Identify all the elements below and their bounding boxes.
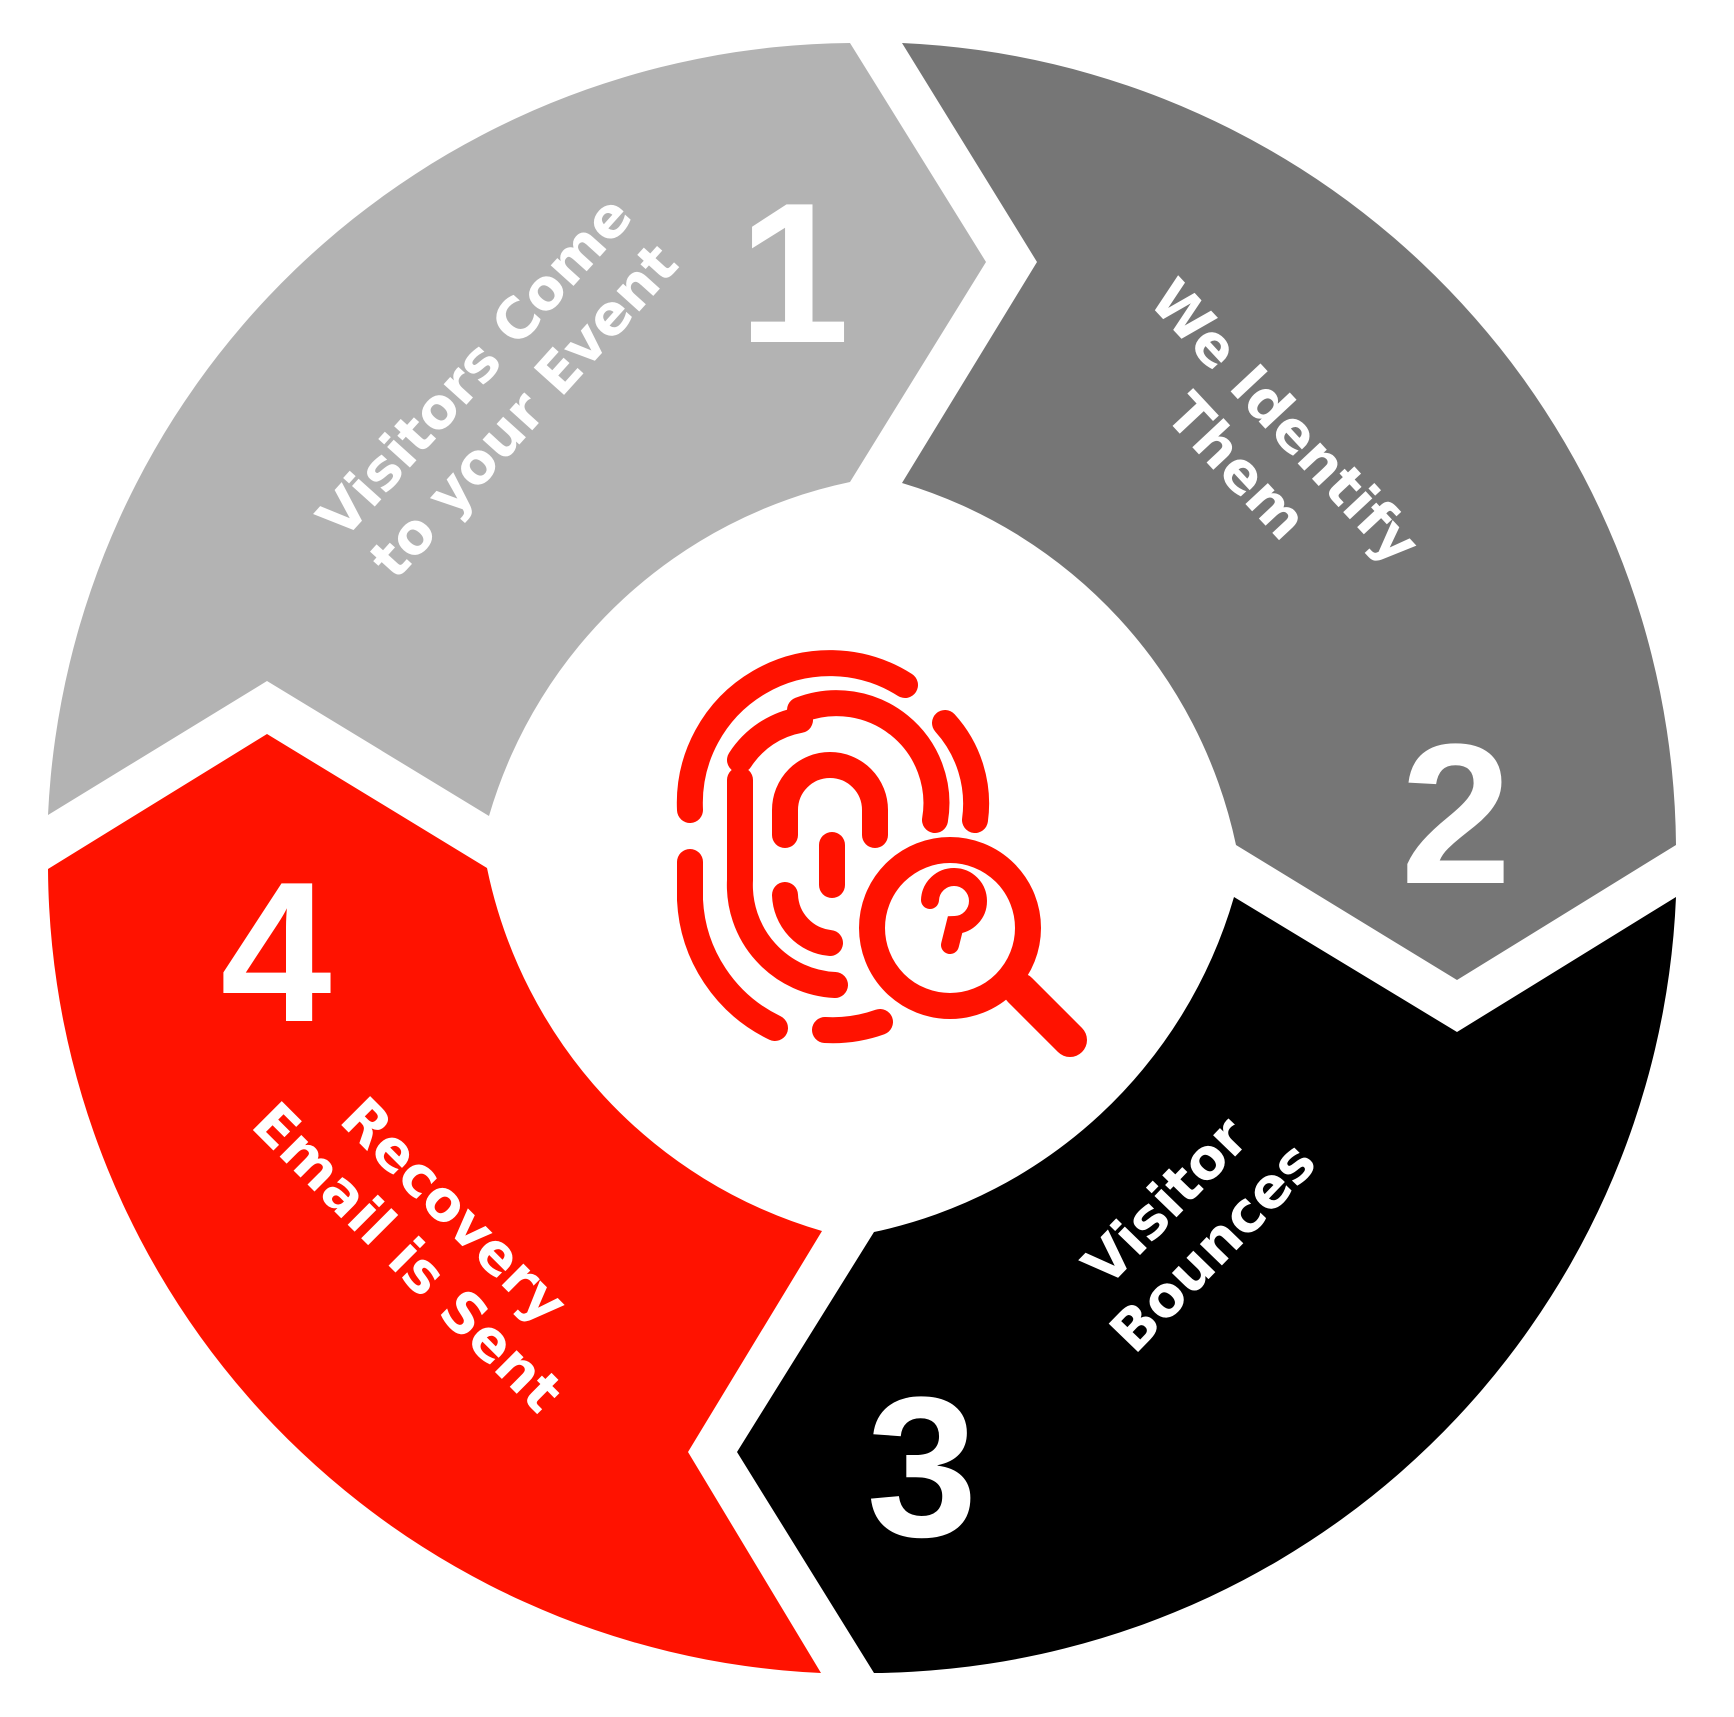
segment-4 — [48, 734, 822, 1673]
fingerprint-search-icon — [676, 650, 1087, 1057]
segment-3 — [737, 897, 1676, 1673]
step-3-number: 3 — [866, 1356, 977, 1579]
step-1-number: 1 — [738, 162, 849, 385]
segment-2 — [902, 43, 1676, 980]
segment-1 — [48, 43, 986, 816]
step-4-number: 4 — [220, 841, 331, 1064]
step-2-number: 2 — [1400, 703, 1511, 926]
